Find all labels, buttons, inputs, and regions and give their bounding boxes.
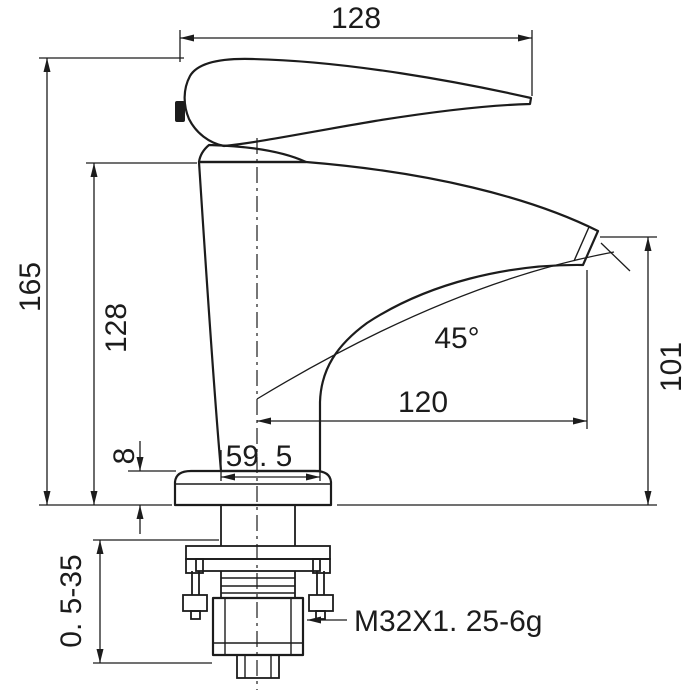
mounting-plate-top (185, 545, 331, 560)
thread-callout: M32X1. 25-6g (307, 605, 542, 638)
base-flange (173, 469, 333, 507)
dim-body-width: 59. 5 (220, 440, 321, 481)
dim-label-spout-height: 101 (655, 342, 688, 392)
dim-spout-angle: 45° (256, 251, 615, 400)
bolt-head-left (182, 594, 208, 612)
faucet-outline (173, 57, 631, 679)
thread-spec-label: M32X1. 25-6g (354, 605, 542, 638)
body-spout-outline (197, 160, 600, 473)
dim-label-spout-reach: 120 (398, 386, 448, 419)
handle-outline (183, 57, 533, 148)
dim-base-thickness: 8 (108, 441, 176, 534)
dim-label-overall-height: 165 (14, 262, 47, 312)
bolt-head-right (308, 594, 334, 612)
handle-set-screw (175, 101, 185, 122)
bolt-tip-right (315, 610, 326, 620)
lock-nut (211, 596, 305, 657)
mounting-plate-bottom (195, 558, 321, 572)
dim-label-mount-thickness-range: 0. 5-35 (55, 554, 88, 647)
dim-spout-height: 101 (337, 236, 688, 506)
dim-label-base-thickness: 8 (108, 448, 141, 465)
dim-handle-length: 128 (179, 2, 533, 96)
cartridge-dome (197, 143, 308, 164)
shank-bottom-end (236, 654, 280, 679)
dim-spout-reach: 120 (257, 270, 588, 429)
dim-overall-height: 165 (14, 57, 184, 506)
angle-arc (256, 251, 615, 400)
dim-label-spout-angle: 45° (434, 322, 479, 355)
aerator-face-line (573, 226, 590, 262)
dim-mount-thickness-range: 0. 5-35 (55, 539, 219, 664)
bolt-tip-left (190, 610, 201, 620)
dim-body-height: 128 (86, 162, 197, 505)
dim-label-handle-length: 128 (331, 2, 381, 35)
dim-label-body-height: 128 (100, 303, 133, 353)
plate-ear-left (185, 558, 204, 574)
dim-label-body-width: 59. 5 (226, 440, 293, 473)
plate-ear-right (312, 558, 331, 574)
spout-direction-line (600, 242, 631, 272)
